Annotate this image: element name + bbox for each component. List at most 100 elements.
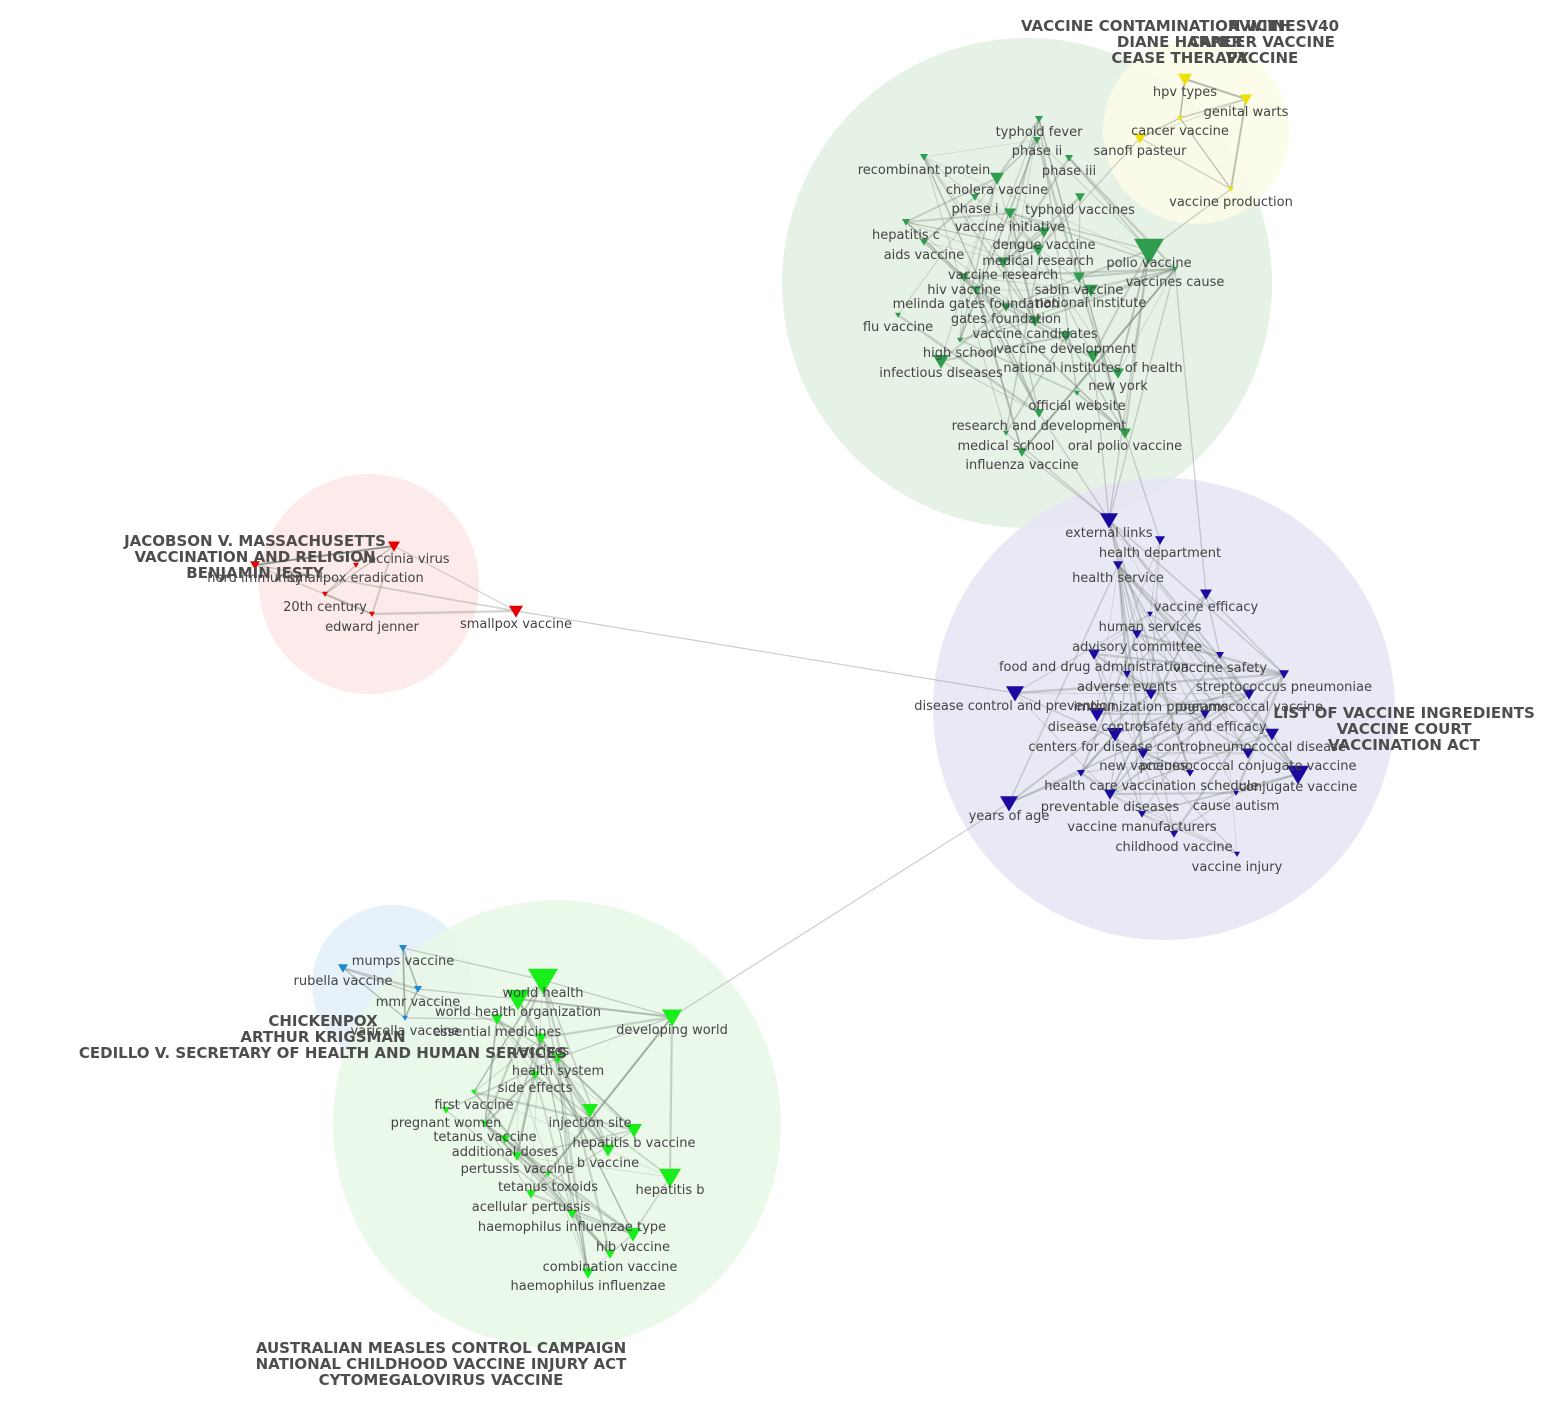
node-marker-vaccine-efficacy[interactable]	[1200, 589, 1212, 600]
node-marker-vaccinia-virus[interactable]	[388, 541, 400, 552]
node-marker-vaccine-injury[interactable]	[1234, 851, 1240, 857]
node-label-typhoid-vaccines: typhoid vaccines	[1025, 203, 1135, 218]
node-marker-smallpox-eradication[interactable]	[353, 562, 359, 568]
node-marker-mumps-vaccine[interactable]	[399, 945, 407, 952]
node-marker-advisory-committee[interactable]	[1132, 630, 1142, 639]
node-marker-20th-century[interactable]	[322, 591, 328, 597]
node-marker-vaccination-schedule[interactable]	[1186, 770, 1194, 777]
node-marker-hiv-vaccine[interactable]	[959, 273, 969, 282]
node-marker-genital-warts[interactable]	[1240, 94, 1252, 105]
node-marker-pneumococcal-conjugate-vaccine[interactable]	[1242, 748, 1254, 759]
node-marker-health-department[interactable]	[1155, 536, 1165, 545]
node-marker-pertussis-vaccine[interactable]	[512, 1152, 522, 1161]
node-marker-acellular-pertussis[interactable]	[526, 1190, 536, 1199]
node-marker-cancer-vaccine[interactable]	[1177, 115, 1183, 121]
node-marker-phase-ii[interactable]	[1033, 137, 1041, 144]
node-marker-haemophilus-influenzae-type[interactable]	[567, 1210, 577, 1219]
node-marker-centers-for-disease-control[interactable]	[1107, 728, 1123, 742]
node-marker-health-care[interactable]	[1077, 770, 1085, 777]
node-marker-oral-polio-vaccine[interactable]	[1119, 428, 1131, 439]
node-marker-b-vaccine[interactable]	[601, 1144, 615, 1157]
node-marker-streptococcus-pneumoniae[interactable]	[1279, 670, 1289, 679]
node-marker-external-links[interactable]	[1100, 513, 1118, 529]
node-marker-typhoid-fever[interactable]	[1035, 116, 1043, 123]
node-marker-vaccines-cause[interactable]	[1172, 266, 1178, 272]
node-marker-vaccine-safety[interactable]	[1216, 652, 1224, 659]
node-marker-hepatitis-b[interactable]	[659, 1168, 681, 1188]
node-marker-childhood-vaccine[interactable]	[1170, 831, 1178, 838]
node-marker-recombinant-protein[interactable]	[920, 154, 928, 161]
node-marker-immunization-programs[interactable]	[1145, 689, 1157, 700]
node-marker-herd-immunity[interactable]	[250, 561, 260, 570]
node-marker-high-school[interactable]	[957, 337, 963, 343]
node-marker-additional-doses[interactable]	[500, 1135, 510, 1144]
node-marker-world-health[interactable]	[528, 968, 558, 995]
node-marker-food-and-drug-administration[interactable]	[1088, 649, 1100, 660]
node-marker-years-of-age[interactable]	[1000, 796, 1018, 812]
node-marker-rubella-vaccine[interactable]	[338, 964, 348, 973]
node-marker-medical-research[interactable]	[1032, 245, 1044, 256]
node-marker-research-and-development[interactable]	[1034, 409, 1044, 418]
node-marker-pneumococcal-disease[interactable]	[1265, 728, 1279, 741]
node-marker-hepatitis-b-vaccine[interactable]	[626, 1124, 642, 1138]
node-marker-edward-jenner[interactable]	[369, 611, 375, 617]
node-marker-national-institutes-of-health[interactable]	[1086, 350, 1100, 363]
node-marker-developing-world[interactable]	[662, 1009, 682, 1027]
node-marker-phase-iii[interactable]	[1065, 155, 1073, 162]
node-marker-typhoid-vaccines[interactable]	[1075, 193, 1085, 202]
node-marker-phase-i[interactable]	[971, 194, 979, 201]
node-marker-injection-site[interactable]	[582, 1104, 598, 1118]
node-marker-varicella-vaccine[interactable]	[402, 1015, 408, 1021]
node-marker-tetanus-toxoids[interactable]	[545, 1171, 551, 1177]
node-marker-pneumococcal-vaccine[interactable]	[1243, 689, 1255, 700]
node-marker-national-institute[interactable]	[1084, 284, 1098, 297]
node-marker-combination-vaccine[interactable]	[605, 1250, 615, 1259]
node-marker-health-service[interactable]	[1113, 561, 1123, 570]
node-marker-medical-school[interactable]	[1003, 430, 1009, 436]
node-marker-polio-vaccine[interactable]	[1134, 238, 1164, 265]
node-marker-influenza-vaccine[interactable]	[1017, 448, 1027, 457]
node-marker-world-health-organization[interactable]	[506, 990, 530, 1011]
node-marker-cholera-vaccine[interactable]	[990, 172, 1004, 185]
node-marker-dengue-vaccine[interactable]	[1038, 227, 1050, 238]
node-marker-official-website[interactable]	[1074, 390, 1080, 396]
node-marker-disease-control[interactable]	[1089, 708, 1105, 722]
node-marker-vaccine-initiative[interactable]	[1004, 208, 1016, 219]
node-marker-vaccine-production[interactable]	[1228, 186, 1234, 192]
node-marker-vaccines[interactable]	[535, 1033, 547, 1044]
node-marker-preventable-diseases[interactable]	[1104, 789, 1116, 800]
node-marker-infectious-diseases[interactable]	[933, 355, 949, 369]
node-marker-melinda-gates-foundation[interactable]	[971, 286, 981, 295]
node-marker-vaccine-manufacturers[interactable]	[1138, 811, 1146, 818]
node-marker-side-effects[interactable]	[530, 1071, 540, 1080]
node-marker-mmr-vaccine[interactable]	[414, 986, 422, 993]
node-marker-hpv-types[interactable]	[1178, 73, 1192, 86]
node-marker-flu-vaccine[interactable]	[895, 312, 901, 318]
node-marker-hepatitis-c[interactable]	[902, 219, 910, 226]
node-marker-human-services[interactable]	[1147, 611, 1153, 617]
node-marker-sanofi-pasteur[interactable]	[1134, 133, 1146, 144]
node-marker-conjugate-vaccine[interactable]	[1287, 765, 1309, 785]
node-marker-gates-foundation[interactable]	[1001, 303, 1011, 312]
node-marker-vaccine-candidates[interactable]	[1029, 316, 1041, 327]
node-marker-health-system[interactable]	[552, 1053, 564, 1064]
node-marker-essential-medicines[interactable]	[491, 1014, 503, 1025]
node-marker-tetanus-vaccine[interactable]	[481, 1121, 489, 1128]
node-marker-first-vaccine[interactable]	[471, 1089, 477, 1095]
node-marker-aids-vaccine[interactable]	[920, 239, 928, 246]
edge	[1093, 653, 1116, 735]
node-marker-vaccine-research[interactable]	[997, 257, 1009, 268]
node-marker-haemophilus-influenzae[interactable]	[582, 1268, 594, 1279]
node-marker-hib-vaccine[interactable]	[625, 1228, 641, 1242]
node-marker-cause-autism[interactable]	[1233, 790, 1239, 796]
node-marker-smallpox-vaccine[interactable]	[509, 605, 523, 618]
node-marker-new-york[interactable]	[1112, 368, 1124, 379]
node-marker-vaccine-development[interactable]	[1060, 331, 1072, 342]
node-marker-pregnant-women[interactable]	[442, 1107, 450, 1114]
node-marker-disease-control-and-prevention[interactable]	[1006, 686, 1024, 702]
node-marker-adverse-events[interactable]	[1123, 671, 1131, 678]
edge	[496, 1018, 635, 1131]
node-marker-safety-and-efficacy[interactable]	[1200, 710, 1210, 719]
node-marker-sabin-vaccine[interactable]	[1073, 272, 1085, 283]
node-marker-new-vaccines[interactable]	[1137, 748, 1149, 759]
